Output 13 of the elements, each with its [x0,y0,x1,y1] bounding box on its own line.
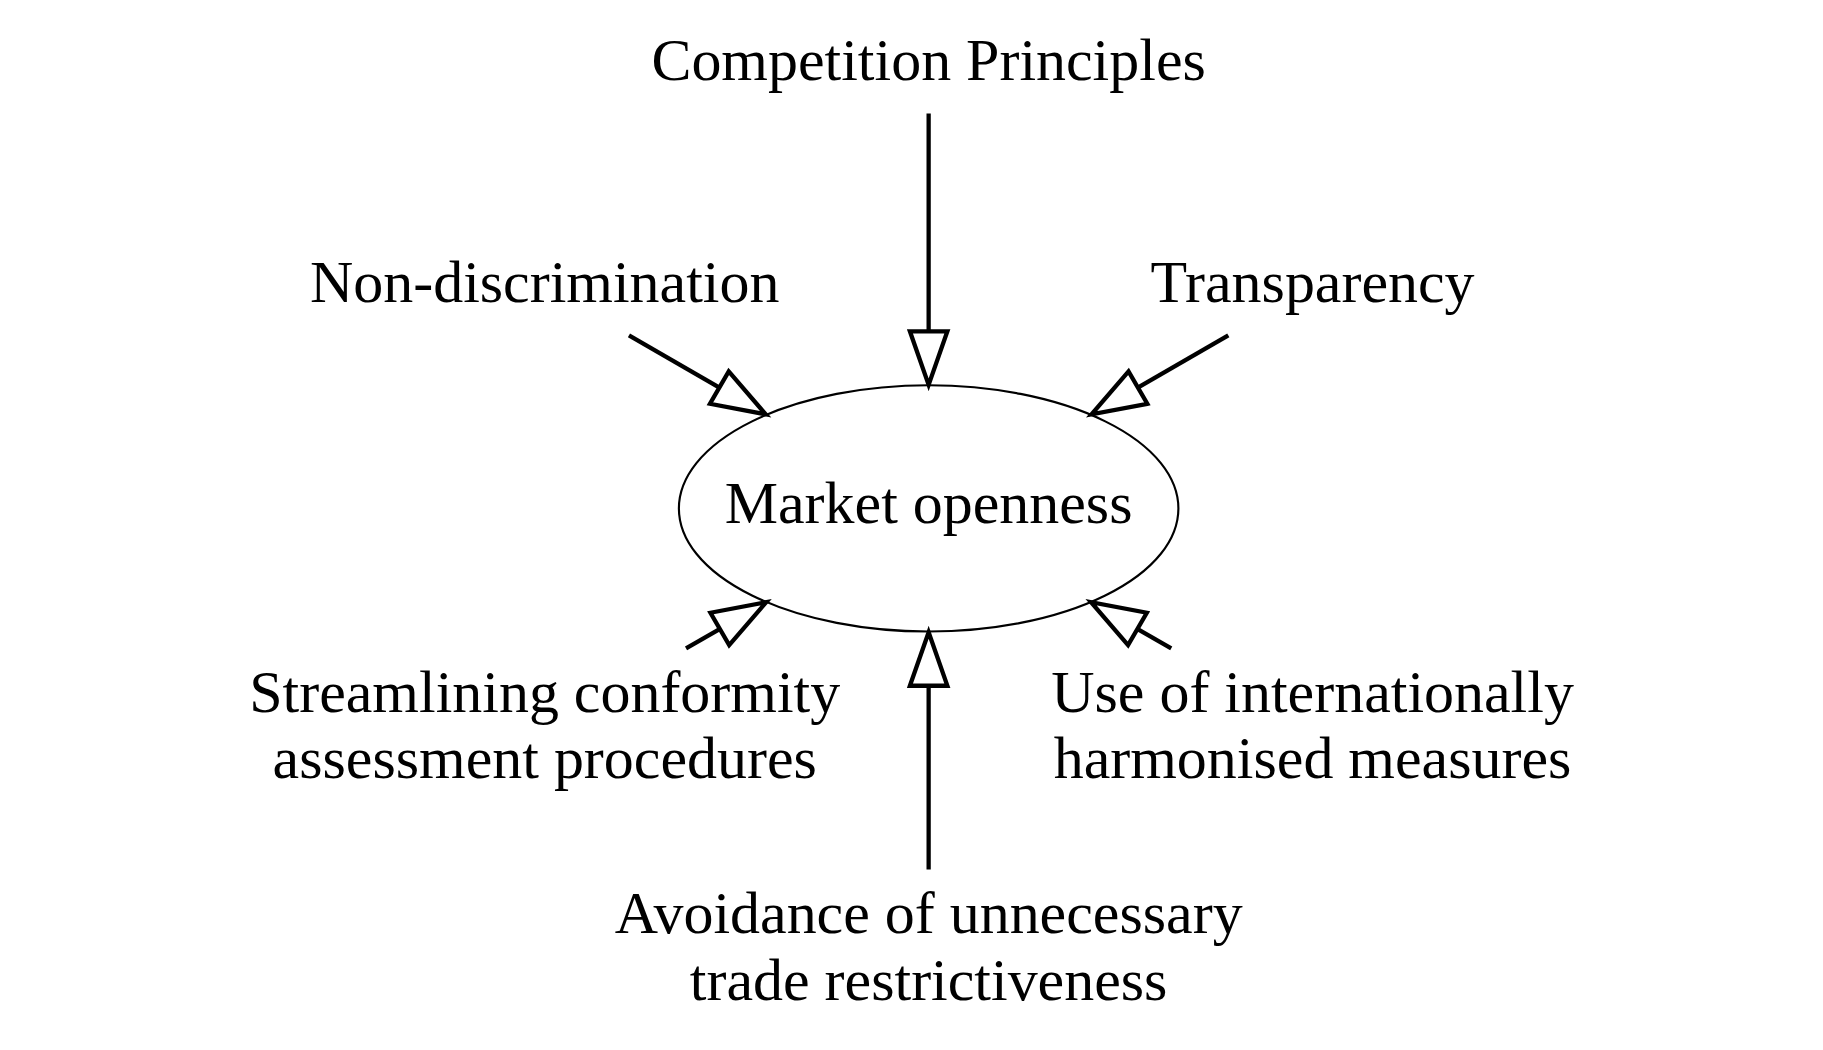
arrow [1085,598,1173,651]
node-text: Competition Principles [651,26,1206,93]
node-ellipse: Market openness [677,384,1180,633]
arrow [906,625,951,870]
arrow [906,113,951,392]
arrow [1085,333,1230,418]
node-text: Avoidance of unnecessary trade restrictiveness [614,880,1243,1013]
node-text: Non-discrimination [309,248,780,315]
arrow [627,333,772,418]
node-text: Transparency [1150,248,1475,315]
arrow [684,598,772,651]
node-text: Streamlining conformity assessment procedures [249,658,841,792]
node-text: Use of internationally harmonised measures [1051,658,1574,792]
